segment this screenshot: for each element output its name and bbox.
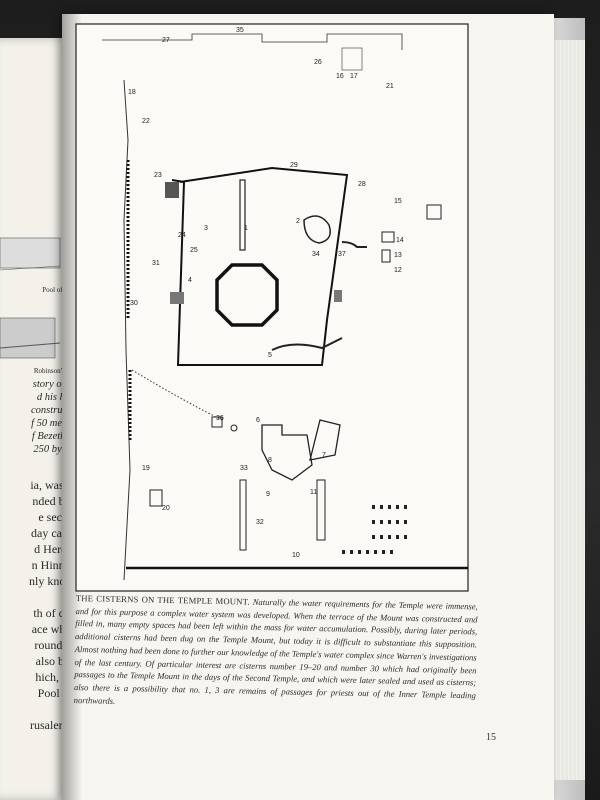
cistern-label: 13 — [394, 252, 402, 259]
cistern-label: 6 — [256, 417, 260, 424]
left-line: day called — [31, 526, 72, 540]
cistern-label: 11 — [310, 489, 317, 496]
left-line: f 50 metres. — [31, 418, 72, 429]
cistern-label: 35 — [236, 27, 244, 34]
left-line: 250 by 250 — [33, 444, 72, 455]
temple-mount-cisterns-map: 1 2 3 4 5 6 7 8 9 10 11 12 13 14 15 16 1… — [75, 23, 469, 592]
left-label-3: Robinson's Arch — [33, 367, 72, 375]
cistern-label: 32 — [256, 519, 264, 526]
left-page-illustrations — [0, 237, 61, 359]
cistern-label: 3 — [204, 225, 208, 232]
cistern-label: 25 — [190, 247, 198, 254]
western-wall — [123, 79, 131, 581]
cistern-label: 23 — [154, 172, 162, 179]
cistern-label: 7 — [322, 452, 326, 459]
cistern-label: 20 — [162, 505, 170, 512]
left-label-1: Pool of Israel — [42, 286, 72, 294]
left-line: n Hinnom — [31, 558, 72, 572]
cistern-label: 29 — [290, 162, 298, 169]
cistern-label: 17 — [350, 73, 358, 80]
dotted-route — [131, 369, 223, 421]
left-line: ia, was lo- — [30, 478, 72, 492]
cistern-label: 14 — [396, 237, 404, 244]
cistern-label: 37 — [338, 251, 346, 258]
cistern-label: 16 — [336, 73, 344, 80]
cistern-label: 22 — [142, 118, 150, 125]
left-line: ace which — [31, 622, 72, 636]
cistern-label: 2 — [296, 218, 300, 225]
page-number: 15 — [486, 732, 496, 743]
cistern-label: 12 — [394, 267, 402, 274]
figure-caption: The cisterns on the Temple Mount. Natura… — [74, 592, 478, 715]
cistern-label: 8 — [268, 457, 272, 464]
left-line: nly known — [29, 574, 72, 588]
cistern-label: 5 — [268, 352, 272, 359]
cistern-label: 26 — [314, 59, 322, 66]
cistern-label: 10 — [292, 552, 300, 559]
left-line: f Bezetha— — [31, 431, 72, 442]
cistern-label: 30 — [130, 300, 138, 307]
cistern-label: 21 — [386, 83, 394, 90]
left-line: rusalem— — [30, 718, 72, 732]
cistern-label: 4 — [188, 277, 192, 284]
cistern-label: 28 — [358, 181, 366, 188]
cistern-label: 36 — [216, 415, 224, 422]
left-line: constructed — [31, 405, 72, 416]
cistern-label: 18 — [128, 89, 136, 96]
map-frame — [75, 23, 469, 592]
cistern-label: 31 — [152, 260, 160, 267]
dome-octagon — [215, 263, 279, 327]
cistern-label: 33 — [240, 465, 248, 472]
cistern-label: 34 — [312, 251, 320, 258]
cistern-label: 27 — [162, 37, 170, 44]
cistern-label: 9 — [266, 491, 270, 498]
caption-text: Naturally the water requirements for the… — [73, 596, 478, 706]
caption-title: The cisterns on the Temple Mount. — [75, 592, 250, 607]
cistern-label: 24 — [178, 232, 186, 239]
cistern-label: 1 — [244, 225, 248, 232]
left-page: Pool of Israel Gate Robinson's Arch stor… — [0, 38, 72, 800]
inner-platform — [171, 166, 349, 366]
left-line: d his huge — [36, 392, 72, 403]
cistern-label: 19 — [142, 465, 150, 472]
southern-hall-grid — [342, 505, 407, 554]
cistern-label: 15 — [394, 198, 402, 205]
left-line: story of the — [32, 379, 72, 390]
